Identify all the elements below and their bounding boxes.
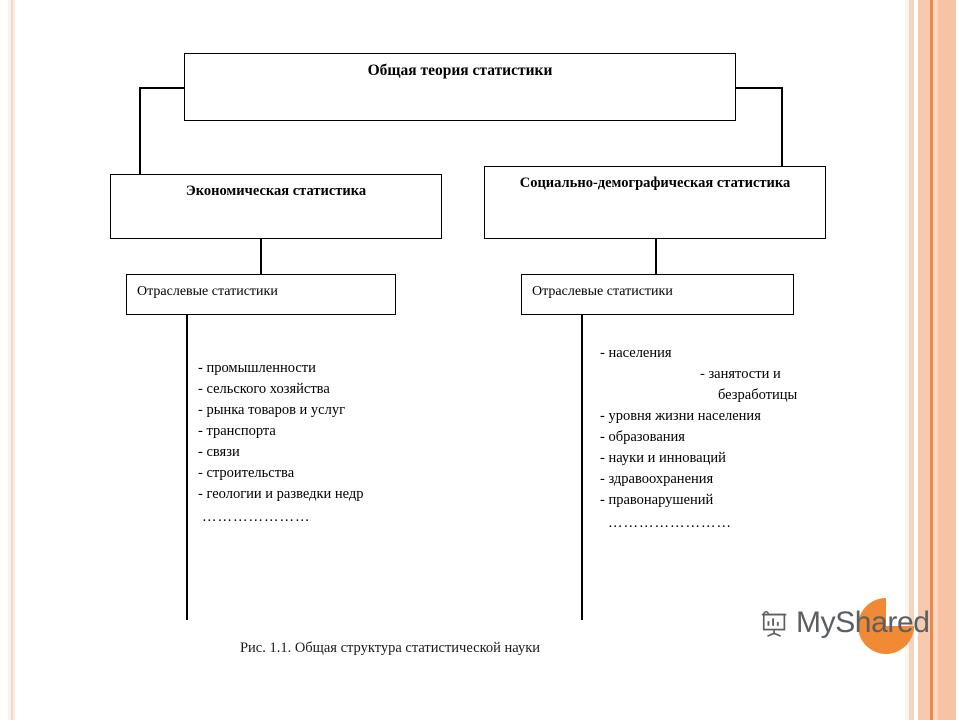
node-branch-statistics-socio-label: Отраслевые статистики [532,284,673,299]
list-item: - сельского хозяйства [198,381,330,397]
decor-stripe-right-8 [956,0,960,720]
list-item: - науки и инноваций [600,450,726,466]
decor-stripe-right-5 [930,0,933,720]
node-economic-statistics-label: Экономическая статистика [185,183,367,199]
node-socio-demographic-statistics: Социально-демографическая статистика [484,166,826,239]
list-item: - рынка товаров и услуг [198,402,346,418]
decor-stripe-right-2 [909,0,914,720]
list-item: - населения [600,345,672,361]
list-item: - здравоохранения [600,471,714,487]
connector-root-to-socio-horizontal [734,87,782,89]
list-economic-branches: - промышленности - сельского хозяйства -… [198,358,364,528]
list-item: - правонарушений [600,492,714,508]
list-item: - образования [600,429,685,445]
node-branch-statistics-economic-label: Отраслевые статистики [137,284,278,299]
decor-stripe-right-3 [914,0,918,720]
list-item-continuation: безработицы [718,387,798,403]
figure-caption: Рис. 1.1. Общая структура статистической… [239,640,541,656]
decor-stripe-right-6 [933,0,938,720]
connector-rail-socio-list [581,314,583,620]
presentation-board-icon [761,611,787,637]
decor-stripe-left-2 [11,0,13,720]
node-economic-statistics: Экономическая статистика [110,174,442,239]
connector-rail-economic-list [186,314,188,620]
connector-root-to-economic-horizontal [139,87,185,89]
node-root-label: Общая теория статистики [367,62,553,79]
list-item: - транспорта [198,423,276,439]
connector-economic-to-branch [260,238,262,275]
node-socio-demographic-statistics-label: Социально-демографическая статистика [519,175,791,191]
list-item: - строительства [198,465,295,481]
connector-socio-to-branch [655,238,657,275]
connector-root-to-economic-vertical [139,87,141,175]
list-ellipsis: ………………… [202,509,311,525]
connector-root-to-socio-vertical [781,87,783,167]
pacman-quarter-circle-icon [858,598,914,654]
list-ellipsis: …………………… [608,515,732,531]
myshared-brand-text: MyShared [796,606,930,639]
decor-stripe-left-1 [8,0,11,720]
decor-stripe-right-4 [918,0,930,720]
list-item: - промышленности [198,360,316,376]
decor-stripe-left-3 [13,0,15,720]
list-item: - уровня жизни населения [600,408,761,424]
node-branch-statistics-socio: Отраслевые статистики [521,274,794,315]
list-socio-demographic-branches: - населения - занятости и безработицы - … [600,343,797,534]
myshared-watermark: MyShared [760,600,930,646]
list-item: - занятости и [700,366,781,382]
decor-stripe-right-1 [905,0,909,720]
decor-stripe-right-7 [938,0,956,720]
list-item: - связи [198,444,240,460]
node-branch-statistics-economic: Отраслевые статистики [126,274,396,315]
list-item: - геологии и разведки недр [198,486,364,502]
node-general-theory-of-statistics: Общая теория статистики [184,53,736,121]
